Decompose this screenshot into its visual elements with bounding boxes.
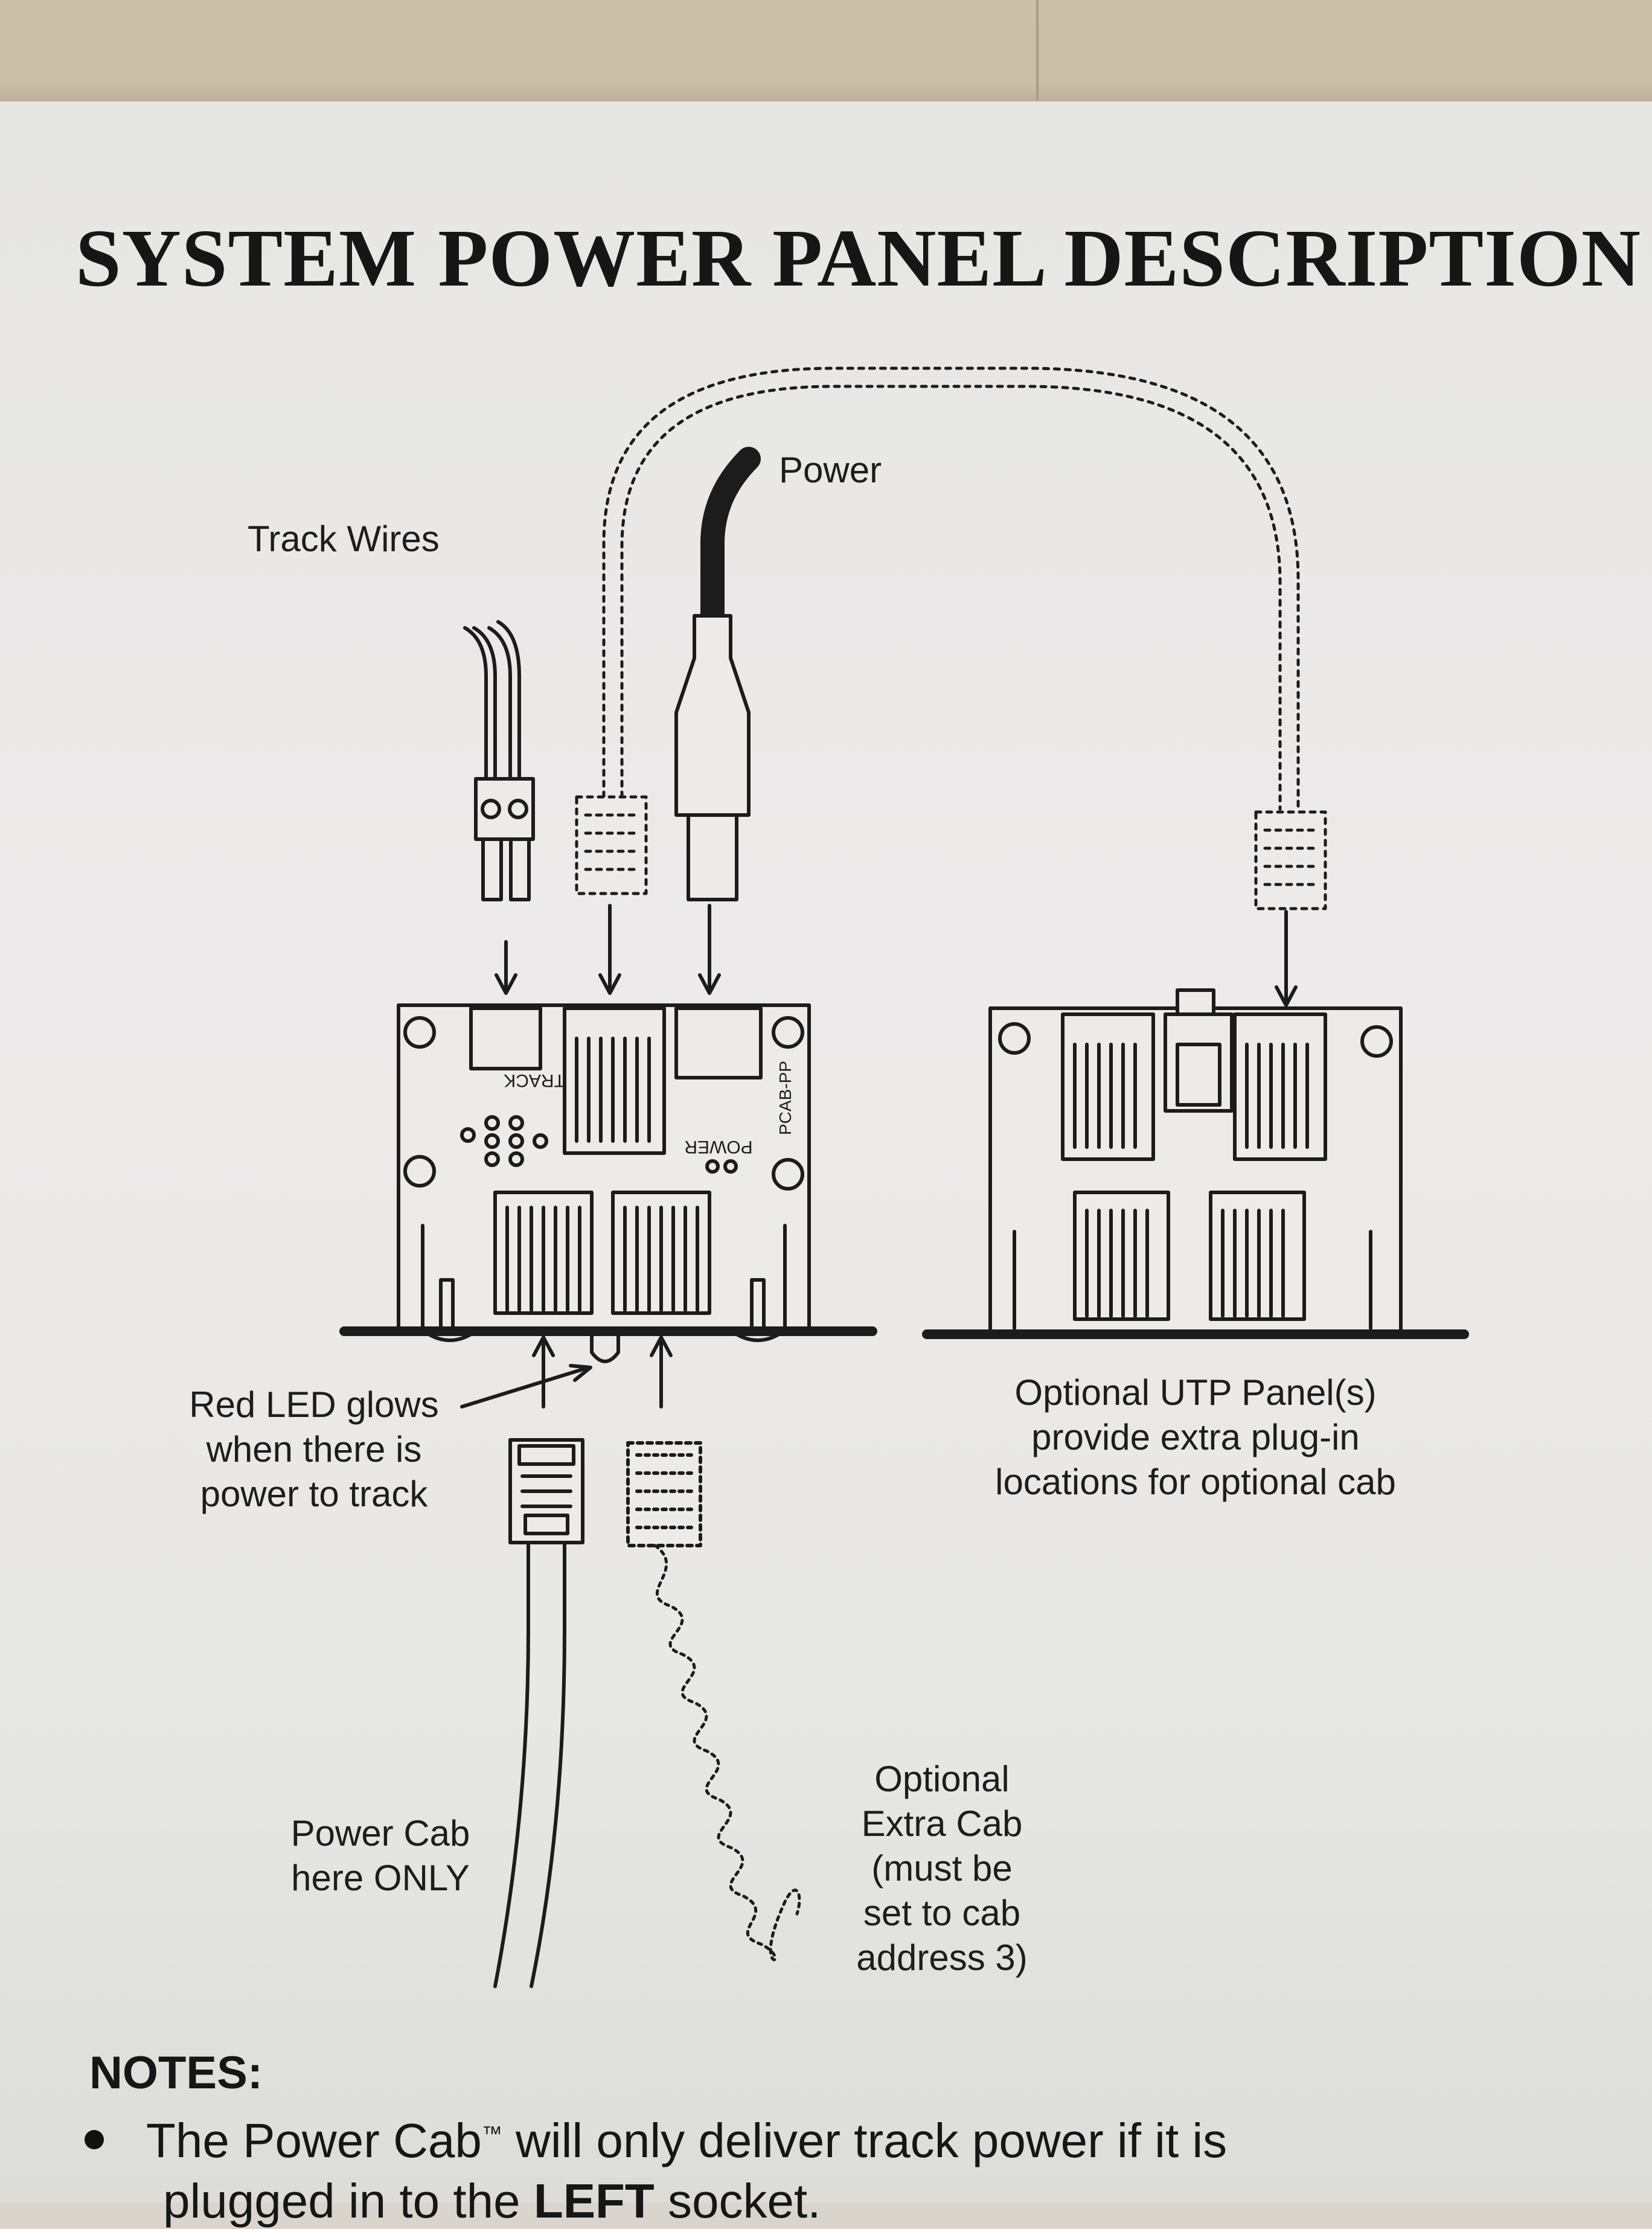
label-line: Optional UTP Panel(s) (1014, 1372, 1377, 1413)
label-power-cab: Power Cab here ONLY (260, 1811, 501, 1901)
note-text: will only deliver track power if it is (502, 2114, 1228, 2167)
panel-track-text: TRACK (504, 1070, 565, 1090)
label-optional-extra-cab: Optional Extra Cab (must be set to cab a… (827, 1757, 1057, 1980)
label-red-led: Red LED glows when there is power to tra… (163, 1383, 465, 1517)
optional-utp-panel (922, 988, 1469, 1339)
page-title: SYSTEM POWER PANEL DESCRIPTION (75, 213, 1642, 304)
label-optional-utp: Optional UTP Panel(s) provide extra plug… (948, 1370, 1443, 1505)
label-line: power to track (200, 1474, 428, 1514)
note-item-continued: plugged in to the LEFT socket. (163, 2173, 821, 2229)
power-panel-pcab-pp (339, 1003, 877, 1363)
label-track-wires-text: Track Wires (248, 519, 440, 559)
label-line: here ONLY (291, 1858, 470, 1898)
wall-seam (1036, 0, 1039, 106)
label-line: when there is (206, 1429, 422, 1469)
trademark-symbol: ™ (481, 2122, 502, 2146)
cab-arrows (460, 1335, 673, 1409)
background-wall (0, 0, 1652, 106)
note-text: socket. (654, 2174, 821, 2228)
note-text: The Power Cab (146, 2114, 482, 2167)
label-line: set to cab (863, 1893, 1021, 1933)
optional-loop-cable (575, 366, 1327, 910)
panel-power-text: POWER (684, 1137, 752, 1157)
label-line: locations for optional cab (995, 1462, 1396, 1502)
label-line: address 3) (856, 1937, 1028, 1978)
label-line: provide extra plug-in (1031, 1417, 1360, 1457)
label-line: Extra Cab (861, 1803, 1023, 1844)
label-track-wires: Track Wires (248, 517, 440, 561)
label-power-text: Power (779, 450, 882, 490)
notes-heading: NOTES: (89, 2047, 263, 2099)
label-line: Power Cab (290, 1813, 470, 1853)
label-line: Red LED glows (189, 1384, 439, 1425)
note-emphasis: LEFT (533, 2174, 655, 2228)
extra-cab-plug (626, 1441, 801, 1962)
bullet-icon (85, 2129, 104, 2149)
track-wire-plug (463, 620, 535, 901)
panel-model-text: PCAB-PP (776, 1061, 795, 1135)
label-line: (must be (871, 1848, 1013, 1888)
plug-arrows (495, 904, 1298, 1007)
label-power: Power (779, 448, 882, 493)
power-cab-plug (493, 1438, 584, 1988)
power-plug (674, 447, 761, 901)
note-text: plugged in to the (163, 2174, 534, 2228)
note-item: The Power Cab™ will only deliver track p… (85, 2113, 1227, 2169)
label-line: Optional (874, 1759, 1010, 1799)
